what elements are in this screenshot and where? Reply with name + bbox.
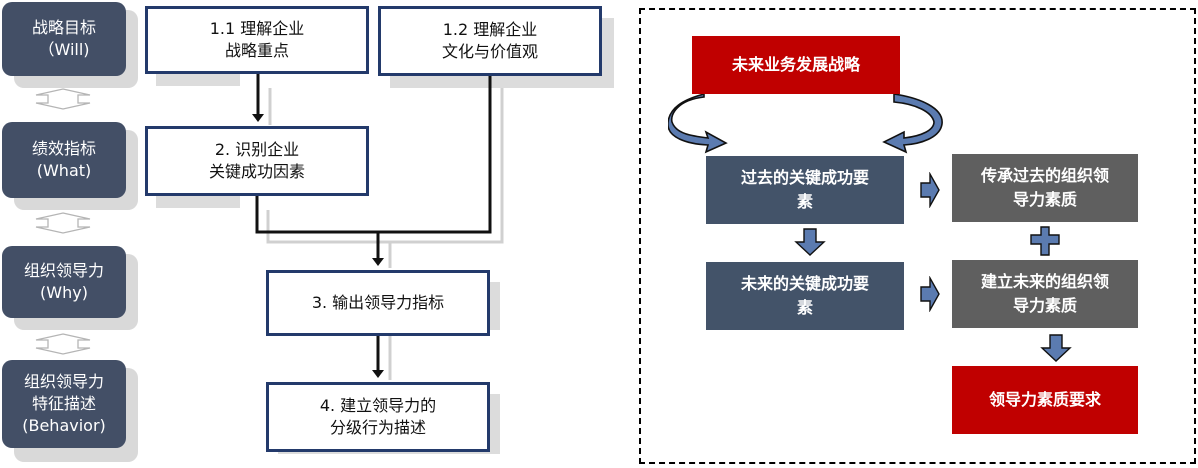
box-text: 文化与价值观	[441, 42, 538, 61]
stage-label: 绩效指标	[31, 139, 96, 158]
arrow-down-icon	[794, 228, 826, 256]
box-text: 素	[796, 298, 813, 317]
stage-what: 绩效指标 (What)	[2, 122, 126, 198]
stage-label: 特征描述	[31, 394, 96, 413]
future-success-factors-box: 未来的关键成功要 素	[706, 262, 904, 330]
stage-behavior: 组织领导力 特征描述 (Behavior)	[2, 360, 126, 448]
process-box-understand-culture: 1.2 理解企业 文化与价值观	[378, 6, 602, 76]
stage-label: 组织领导力	[23, 372, 104, 391]
double-arrow-icon	[35, 333, 91, 355]
stage-sublabel: (Why)	[40, 283, 88, 302]
process-box-output-indicators: 3. 输出领导力指标	[266, 270, 490, 336]
arrow-right-icon	[920, 172, 940, 208]
double-arrow-icon	[35, 212, 91, 234]
curved-arrow-left-icon	[668, 94, 728, 154]
inherit-leadership-quality-box: 传承过去的组织领 导力素质	[952, 154, 1138, 222]
box-shadow	[156, 72, 240, 86]
box-text: 关键成功因素	[208, 162, 305, 181]
box-text: 未来的关键成功要	[740, 274, 869, 293]
process-box-behavior-description: 4. 建立领导力的 分级行为描述	[266, 382, 490, 452]
box-text: 过去的关键成功要	[740, 168, 869, 187]
box-text: 分级行为描述	[329, 418, 426, 437]
future-strategy-box: 未来业务发展战略	[692, 36, 900, 94]
box-text: 1.2 理解企业	[442, 20, 538, 39]
stage-sublabel: （Will)	[38, 40, 90, 59]
box-text: 素	[796, 192, 813, 211]
plus-icon	[1030, 226, 1060, 256]
stage-sublabel: (Behavior)	[22, 416, 106, 435]
stage-why: 组织领导力 (Why)	[2, 246, 126, 318]
box-text: 领导力素质要求	[988, 390, 1101, 409]
curved-arrow-right-icon	[882, 94, 943, 154]
double-arrow-icon	[35, 88, 91, 110]
arrowhead	[372, 370, 384, 378]
arrow-right-icon	[920, 276, 940, 312]
box-text: 4. 建立领导力的	[319, 396, 437, 415]
arrow-down-icon	[1040, 334, 1072, 362]
arrowhead	[372, 258, 384, 266]
arrowhead	[252, 114, 264, 122]
box-text: 未来业务发展战略	[731, 55, 860, 74]
stage-sublabel: (What)	[36, 161, 92, 180]
process-box-identify-factors: 2. 识别企业 关键成功因素	[145, 126, 369, 196]
stage-label: 组织领导力	[23, 261, 104, 280]
flow-connectors	[252, 74, 504, 380]
stage-label: 战略目标	[31, 18, 96, 37]
build-leadership-quality-box: 建立未来的组织领 导力素质	[952, 260, 1138, 328]
leadership-requirements-box: 领导力素质要求	[952, 366, 1138, 434]
box-text: 2. 识别企业	[214, 140, 300, 159]
box-text: 建立未来的组织领	[980, 272, 1109, 291]
stage-will: 战略目标 （Will)	[2, 2, 126, 76]
box-text: 传承过去的组织领	[980, 166, 1109, 185]
box-text: 1.1 理解企业	[209, 19, 305, 38]
box-text: 导力素质	[1012, 296, 1077, 315]
box-text: 3. 输出领导力指标	[311, 293, 445, 312]
box-text: 导力素质	[1012, 190, 1077, 209]
process-box-understand-strategy: 1.1 理解企业 战略重点	[145, 6, 369, 74]
leadership-model-panel	[639, 8, 1196, 464]
past-success-factors-box: 过去的关键成功要 素	[706, 156, 904, 224]
box-text: 战略重点	[224, 41, 289, 60]
